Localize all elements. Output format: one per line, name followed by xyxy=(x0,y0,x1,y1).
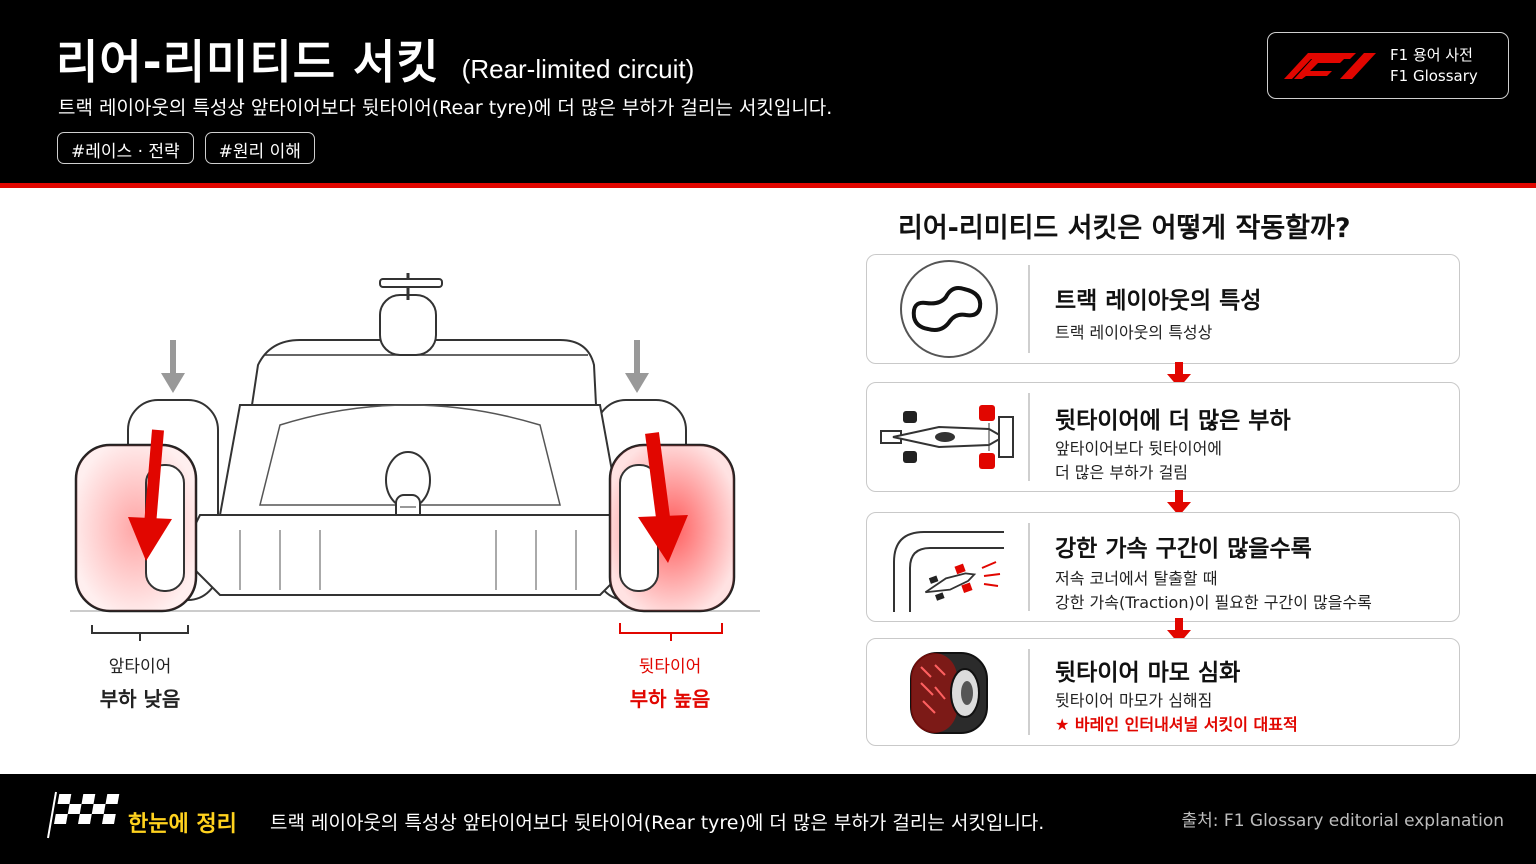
rear-car-illustration xyxy=(70,273,760,641)
flow-arrow-icon xyxy=(1167,490,1191,516)
checkered-flag-icon xyxy=(47,791,120,839)
step-1-desc: 트랙 레이아웃의 특성상 xyxy=(1055,323,1213,342)
flow-arrow-icon xyxy=(1167,618,1191,644)
title-row: 리어-리미티드 서킷 (Rear-limited circuit) xyxy=(56,26,694,92)
step-track-layout: 트랙 레이아웃의 특성 트랙 레이아웃의 특성상 xyxy=(866,254,1460,364)
step-rear-load: 뒷타이어에 더 많은 부하 앞타이어보다 뒷타이어에 더 많은 부하가 걸림 xyxy=(866,382,1460,492)
tag-principle[interactable]: #원리 이해 xyxy=(204,132,315,164)
front-tyre-load: 부하 낮음 xyxy=(99,687,181,711)
step-4-example: ★ 바레인 인터내셔널 서킷이 대표적 xyxy=(1055,715,1298,734)
source-credit: 출처: F1 Glossary editorial explanation xyxy=(1181,811,1505,831)
header-bar: 리어-리미티드 서킷 (Rear-limited circuit) 트랙 레이아… xyxy=(0,0,1536,184)
step-4-desc-line1: 뒷타이어 마모가 심해짐 xyxy=(1055,691,1213,710)
front-tyre-label: 앞타이어 부하 낮음 xyxy=(70,652,210,712)
flow-arrow-icon xyxy=(1167,362,1191,388)
step-3-heading: 강한 가속 구간이 많을수록 xyxy=(1055,536,1312,562)
page-title-english: (Rear-limited circuit) xyxy=(461,54,695,84)
step-1-heading: 트랙 레이아웃의 특성 xyxy=(1055,288,1262,314)
step-3-desc-line1: 저속 코너에서 탈출할 때 xyxy=(1055,569,1218,588)
step-acceleration: 강한 가속 구간이 많을수록 저속 코너에서 탈출할 때 강한 가속(Tract… xyxy=(866,512,1460,622)
glossary-korean: F1 용어 사전 xyxy=(1390,45,1473,64)
page-title: 리어-리미티드 서킷 xyxy=(56,35,440,89)
step-tyre-wear: 뒷타이어 마모 심화 뒷타이어 마모가 심해짐 ★ 바레인 인터내셔널 서킷이 … xyxy=(866,638,1460,746)
rear-tyre-name: 뒷타이어 xyxy=(638,657,702,677)
footer-bar xyxy=(0,774,1536,864)
front-tyre-name: 앞타이어 xyxy=(108,657,172,677)
step-3-desc-line2: 강한 가속(Traction)이 필요한 구간이 많을수록 xyxy=(1055,593,1372,612)
glossary-badge: F1 용어 사전 F1 Glossary xyxy=(1267,32,1509,99)
panel-title: 리어-리미티드 서킷은 어떻게 작동할까? xyxy=(898,213,1351,244)
rear-tyre-label: 뒷타이어 부하 높음 xyxy=(600,652,740,712)
tag-race-strategy[interactable]: #레이스 · 전략 xyxy=(57,132,194,164)
step-2-desc-line2: 더 많은 부하가 걸림 xyxy=(1055,463,1189,482)
rear-tyre-load: 부하 높음 xyxy=(629,687,711,711)
tag-list: #레이스 · 전략 #원리 이해 xyxy=(57,132,315,164)
glossary-text: F1 용어 사전 F1 Glossary xyxy=(1390,45,1478,87)
step-2-desc-line1: 앞타이어보다 뒷타이어에 xyxy=(1055,439,1223,458)
f1-logo-icon xyxy=(1284,52,1376,79)
header-divider xyxy=(0,183,1536,188)
corner-exit-icon xyxy=(893,531,1004,612)
summary-text: 트랙 레이아웃의 특성상 앞타이어보다 뒷타이어(Rear tyre)에 더 많… xyxy=(270,812,1045,834)
track-layout-icon xyxy=(900,260,998,358)
page-subtitle: 트랙 레이아웃의 특성상 앞타이어보다 뒷타이어(Rear tyre)에 더 많… xyxy=(58,97,833,119)
step-2-heading: 뒷타이어에 더 많은 부하 xyxy=(1055,408,1291,434)
step-4-heading: 뒷타이어 마모 심화 xyxy=(1055,660,1241,686)
summary-label: 한눈에 정리 xyxy=(128,812,237,837)
car-topview-icon xyxy=(880,405,1014,469)
tyre-wear-icon xyxy=(910,652,988,734)
glossary-english: F1 Glossary xyxy=(1390,66,1478,85)
